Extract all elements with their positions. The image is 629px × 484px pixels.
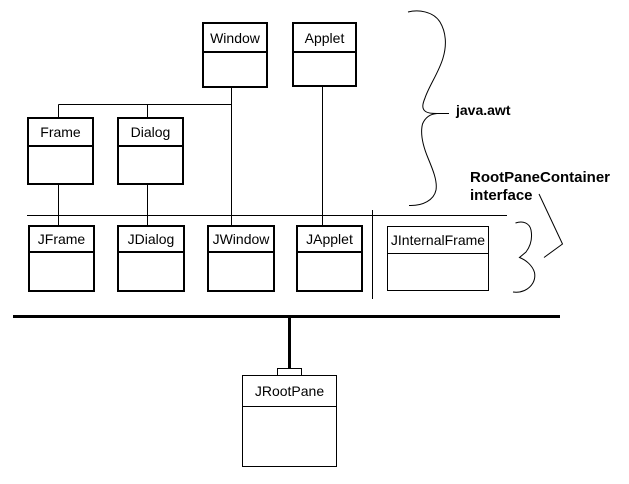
jdialog-class-box: JDialog bbox=[117, 225, 185, 292]
jrootpane-tab bbox=[277, 368, 302, 377]
window-class-box: Window bbox=[202, 22, 268, 88]
jinternalframe-class-label: JInternalFrame bbox=[388, 227, 488, 254]
frame-class-box: Frame bbox=[27, 117, 94, 185]
interface-pointer-line bbox=[538, 193, 564, 258]
dialog-class-label: Dialog bbox=[119, 119, 182, 147]
rootpane-container-label: RootPaneContainer interface bbox=[470, 169, 610, 205]
jinternalframe-class-box: JInternalFrame bbox=[387, 226, 489, 291]
rootpane-container-label-line1: RootPaneContainer bbox=[470, 169, 611, 186]
rootpane-container-label-line2: interface bbox=[470, 187, 533, 204]
jframe-class-label: JFrame bbox=[30, 227, 93, 253]
rootpane-container-brace bbox=[512, 221, 536, 293]
japplet-class-box: JApplet bbox=[296, 225, 363, 292]
japplet-class-label: JApplet bbox=[298, 227, 361, 253]
applet-class-box: Applet bbox=[292, 22, 357, 87]
dialog-class-box: Dialog bbox=[117, 117, 184, 185]
jrootpane-class-label: JRootPane bbox=[243, 376, 336, 407]
jwindow-class-box: JWindow bbox=[207, 225, 275, 292]
window-class-label: Window bbox=[204, 24, 266, 53]
java-awt-brace bbox=[407, 10, 449, 207]
jrootpane-class-box: JRootPane bbox=[242, 375, 337, 467]
applet-class-label: Applet bbox=[294, 24, 355, 53]
frame-class-label: Frame bbox=[29, 119, 92, 147]
jwindow-class-label: JWindow bbox=[209, 227, 273, 253]
jdialog-class-label: JDialog bbox=[119, 227, 183, 253]
java-awt-package-label: java.awt bbox=[456, 102, 511, 118]
jframe-class-box: JFrame bbox=[28, 225, 95, 292]
